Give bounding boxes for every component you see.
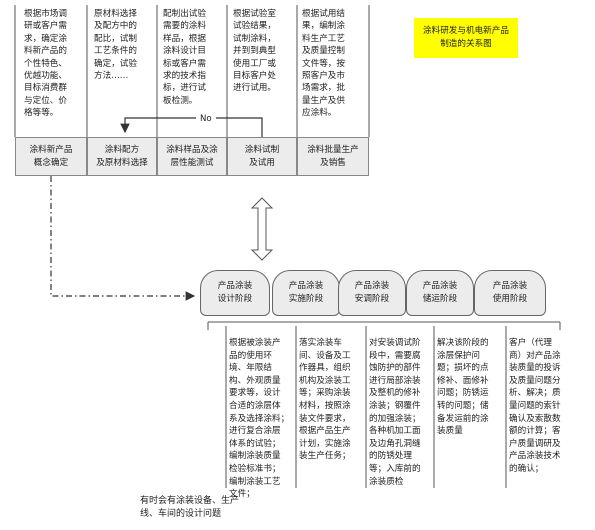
top-stage-box-4: 涂料试制 及试用 bbox=[227, 137, 297, 176]
bottom-stage-desc-2: 落实涂装车 间、设备及工 作器具，组织 机构及涂装工 等；采购涂装 材料，按照涂… bbox=[299, 338, 351, 462]
bottom-stage-desc-5: 客户（代理 商）对产品涂 装质量的投诉 及质量问题分 析、解决；质 量问题的索针… bbox=[509, 338, 561, 474]
bottom-stage-pill-3: 产品涂装 安调阶段 bbox=[338, 270, 406, 316]
feedback-no-label: No bbox=[200, 114, 212, 124]
bottom-stage-desc-3: 对安装调试阶 段中，需要腐 蚀防护的部件 进行局部涂装 及整机的修补 涂装；钢覆… bbox=[369, 338, 421, 487]
top-stage-box-2: 涂料配方 及原材料选择 bbox=[87, 137, 157, 176]
top-stage-desc-1: 根据市场调 研或客户需 求，确定涂 料新产品的 个性特色、 优越功能、 目标消费… bbox=[24, 9, 67, 119]
feedback-no-arrow bbox=[120, 117, 263, 137]
bottom-stage-desc-1: 根据被涂装产 品的使用环 境、年限结 构、外观质量 要求等，设计 合适的涂层体 … bbox=[229, 338, 290, 500]
top-stage-desc-2: 原材料选择 及配方中的 配比，试制 工艺条件的 确定，试验 方法…… bbox=[94, 9, 137, 82]
dashdot-connector bbox=[50, 176, 196, 301]
bottom-stage-pill-2: 产品涂装 实施阶段 bbox=[272, 270, 340, 316]
footnote: 有时会有涂装设备、生产 线、车间的设计问题 bbox=[140, 496, 240, 519]
top-column-dividers bbox=[14, 5, 370, 137]
bottom-stage-pill-4: 产品涂装 储运阶段 bbox=[406, 270, 474, 316]
bottom-stage-pill-5: 产品涂装 使用阶段 bbox=[474, 270, 546, 316]
top-stage-desc-5: 根据试用结 果，编制涂 料生产工艺 及质量控制 文件等，按 照客户及市 场需求，… bbox=[302, 9, 345, 119]
top-stage-desc-3: 配制出试验 需要的涂料 样品，根据 涂料设计目 标或客户需 求的技术指 标，进行… bbox=[163, 9, 206, 106]
diagram-title: 涂料研发与机电新产品 制造的关系图 bbox=[414, 18, 518, 58]
double-arrow-icon bbox=[250, 197, 274, 261]
top-stage-box-1: 涂料新产品 概念确定 bbox=[15, 137, 87, 176]
top-stage-desc-4: 根据试验室 试验结果， 试制涂料， 并到到典型 使用工厂或 目标客户处 进行试用… bbox=[233, 9, 276, 94]
top-stage-box-5: 涂料批量生产 及销售 bbox=[297, 137, 369, 176]
bottom-stage-desc-4: 解决该阶段的 涂层保护问 题；损坏的点 修补、面修补 问题；防锈运 转的问题；储… bbox=[437, 338, 489, 437]
bottom-stage-pill-1: 产品涂装 设计阶段 bbox=[200, 270, 270, 316]
bottom-column-dividers bbox=[225, 326, 507, 488]
top-stage-box-3: 涂料样品及涂 层性能测试 bbox=[157, 137, 227, 176]
bottom-bracket bbox=[207, 321, 561, 330]
